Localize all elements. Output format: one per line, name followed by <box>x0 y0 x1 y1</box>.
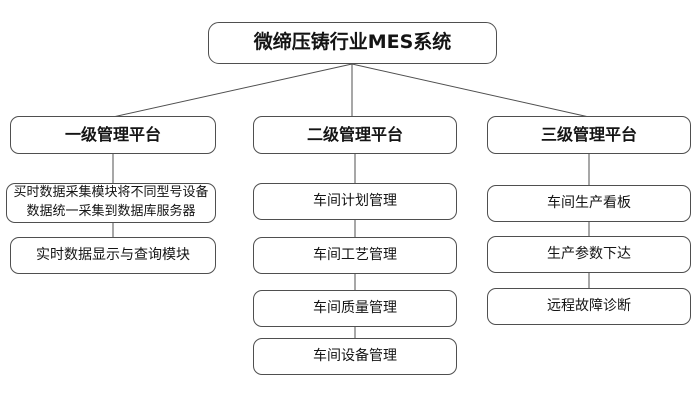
node-production-parameter-dispatch: 生产参数下达 <box>487 236 691 273</box>
node-workshop-process-management: 车间工艺管理 <box>253 237 457 274</box>
node-workshop-quality-management: 车间质量管理 <box>253 290 457 327</box>
node-remote-fault-diagnosis: 远程故障诊断 <box>487 288 691 325</box>
node-workshop-plan-management: 车间计划管理 <box>253 183 457 220</box>
node-workshop-production-kanban: 车间生产看板 <box>487 185 691 222</box>
connector-line <box>351 63 590 118</box>
node-level2-platform: 二级管理平台 <box>253 116 457 154</box>
node-data-acquisition-module: 买时数据采集模块将不同型号设备数据统一采集到数据库服务器 <box>6 183 216 223</box>
node-workshop-equipment-management: 车间设备管理 <box>253 338 457 375</box>
node-root-title: 微缔压铸行业MES系统 <box>208 22 497 64</box>
node-level3-platform: 三级管理平台 <box>487 116 691 154</box>
connector-line <box>112 63 353 118</box>
node-level1-platform: 一级管理平台 <box>10 116 216 154</box>
node-realtime-display-query-module: 实时数据显示与查询模块 <box>10 237 216 274</box>
